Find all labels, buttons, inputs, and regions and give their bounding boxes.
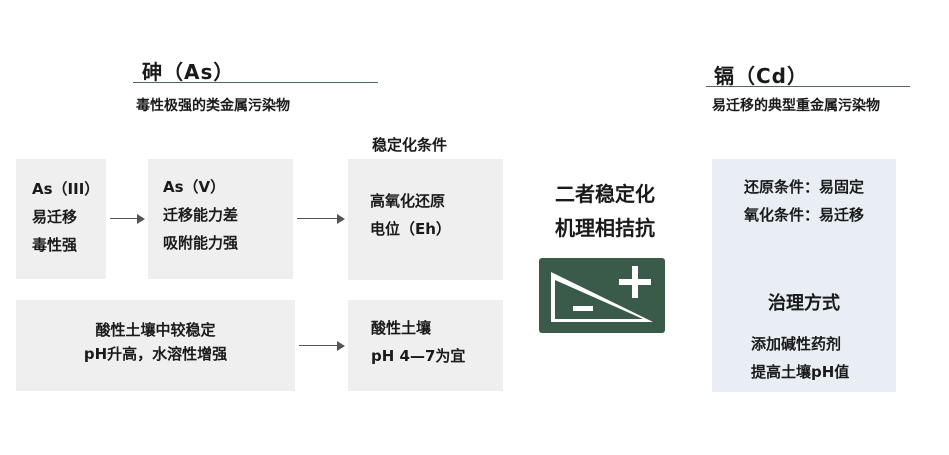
acidic-soil-stability-box: 酸性土壤中较稳定 pH升高，水溶性增强	[16, 300, 295, 391]
cd-reducing-condition: 还原条件：易固定	[743, 178, 864, 196]
antagonism-line-2: 机理相拮抗	[555, 216, 655, 240]
cadmium-subheading: 易迁移的典型重金属污染物	[712, 98, 880, 114]
cadmium-heading: 镉（Cd）	[714, 64, 808, 88]
arsenic-heading-rule	[133, 82, 378, 83]
as-v-mobility: 迁移能力差	[163, 206, 239, 224]
arrow-iii-to-v	[110, 214, 145, 224]
plus-minus-balance-icon	[539, 258, 665, 333]
as-iii-mobility: 易迁移	[32, 208, 78, 226]
cd-remediation-title: 治理方式	[768, 293, 840, 314]
antagonism-line-1: 二者稳定化	[555, 182, 655, 206]
eh-line-1: 高氧化还原	[370, 192, 446, 210]
eh-condition-box: 高氧化还原 电位（Eh）	[348, 159, 503, 280]
as-v-box: As（V） 迁移能力差 吸附能力强	[148, 159, 293, 279]
as-iii-label: As（III）	[32, 180, 100, 198]
eh-line-2: 电位（Eh）	[370, 220, 451, 238]
arsenic-subheading: 毒性极强的类金属污染物	[136, 98, 290, 114]
arrow-ph-to-acidic	[299, 341, 345, 351]
arsenic-heading: 砷（As）	[142, 60, 235, 84]
acidic-stability-line-2: pH升高，水溶性增强	[83, 345, 228, 363]
cd-method-1: 添加碱性药剂	[751, 335, 842, 353]
cd-oxidizing-condition: 氧化条件：易迁移	[743, 206, 864, 224]
as-v-adsorption: 吸附能力强	[163, 234, 239, 252]
arrow-v-to-eh	[297, 214, 345, 224]
as-iii-box: As（III） 易迁移 毒性强	[16, 159, 106, 279]
as-v-label: As（V）	[163, 178, 226, 196]
as-iii-toxicity: 毒性强	[32, 236, 78, 254]
acidic-soil-ph-box: 酸性土壤 pH 4—7为宜	[348, 300, 503, 391]
acidic-soil-ph-range: pH 4—7为宜	[371, 347, 466, 365]
acidic-stability-line-1: 酸性土壤中较稳定	[95, 321, 216, 339]
cadmium-heading-rule	[706, 86, 910, 87]
cd-method-2: 提高土壤pH值	[751, 363, 850, 381]
antagonism-statement: 二者稳定化 机理相拮抗	[530, 177, 680, 245]
stabilization-conditions-caption: 稳定化条件	[372, 136, 448, 154]
acidic-soil-label: 酸性土壤	[371, 319, 432, 337]
cadmium-panel: 还原条件：易固定 氧化条件：易迁移 治理方式 添加碱性药剂 提高土壤pH值	[712, 159, 896, 392]
